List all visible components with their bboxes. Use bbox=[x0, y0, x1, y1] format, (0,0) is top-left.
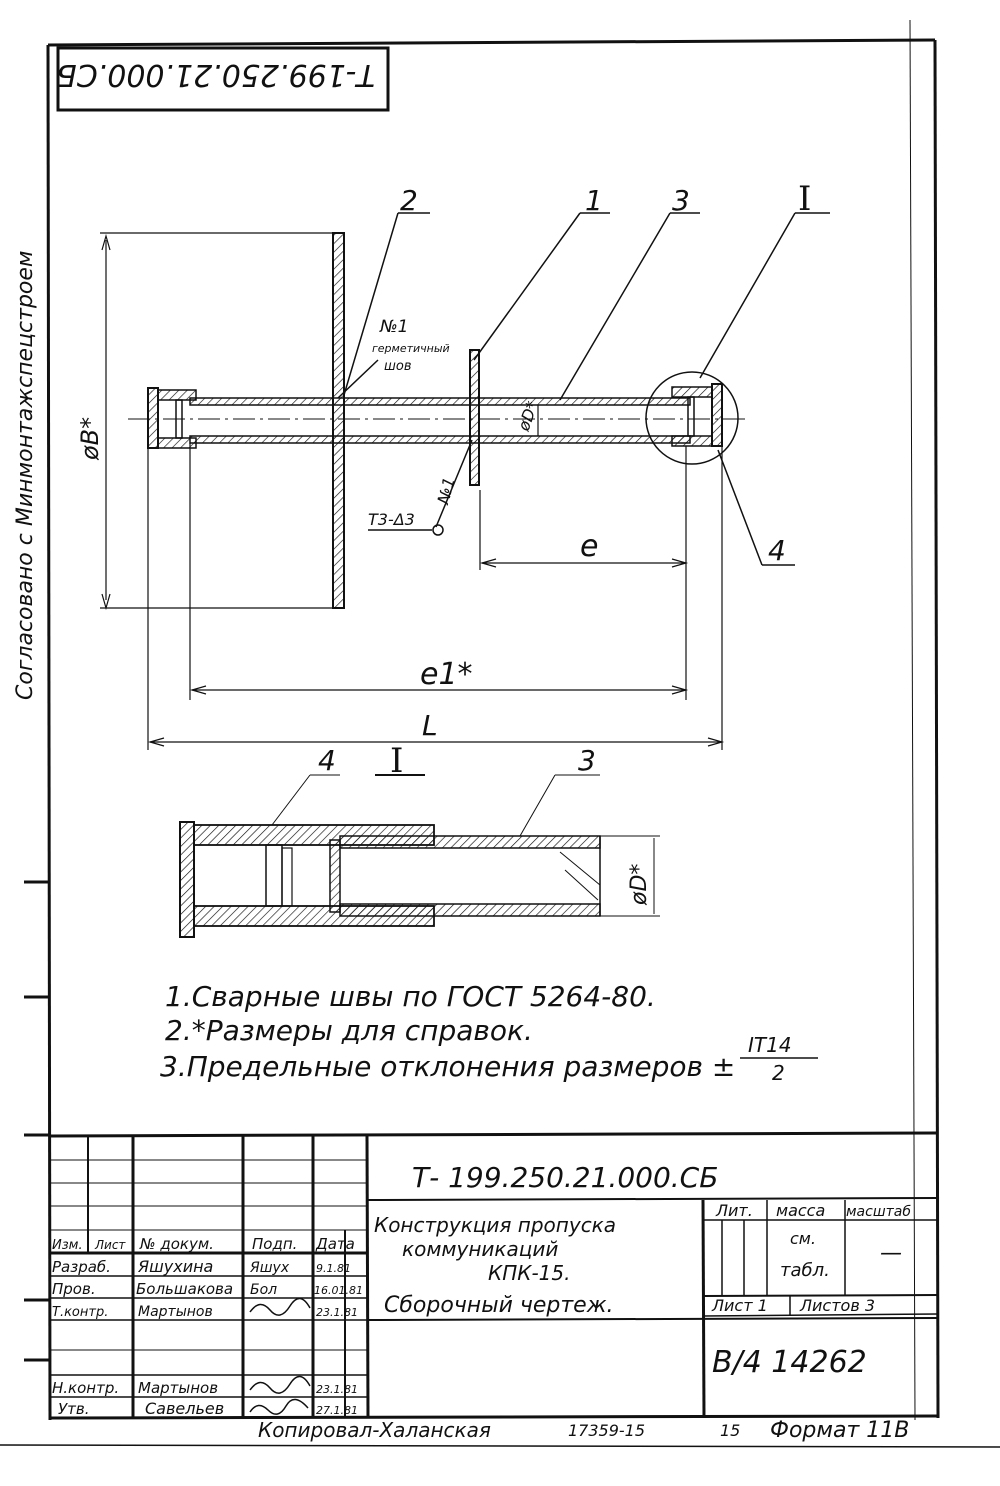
detail-circle bbox=[645, 371, 739, 465]
signatory-row: Т.контр. Мартынов 23.1.81 bbox=[52, 1297, 358, 1320]
tb-row-role: Пров. bbox=[52, 1280, 96, 1298]
tb-name-line1: Конструкция пропуска bbox=[374, 1213, 616, 1237]
title-block-grid bbox=[49, 1131, 939, 1419]
weld-number: №1 bbox=[379, 317, 409, 337]
footer-format: Формат 11В bbox=[770, 1418, 909, 1443]
tb-name-line3: КПК-15. bbox=[488, 1261, 570, 1285]
tb-row-date: 23.1.81 bbox=[316, 1306, 358, 1319]
dimension-e1: e1* bbox=[420, 657, 473, 692]
tb-sheets: Листов 3 bbox=[799, 1296, 875, 1315]
footer-num: 15 bbox=[720, 1421, 740, 1440]
signatory-row: Пров. Большакова Бол 16.01.81 bbox=[52, 1280, 363, 1298]
tb-row-name: Мартынов bbox=[138, 1304, 213, 1320]
tolerance-denominator: 2 bbox=[772, 1061, 785, 1085]
tb-row-role: Т.контр. bbox=[52, 1305, 108, 1320]
signatory-row: Н.контр. Мартынов 23.1.81 bbox=[52, 1375, 358, 1397]
tb-row-role: Разраб. bbox=[52, 1258, 111, 1276]
detail-view-I bbox=[179, 774, 660, 938]
tb-col-izm: Изм. bbox=[52, 1238, 83, 1253]
weld-type-line2: шов bbox=[384, 359, 412, 374]
tb-header-lit: Лит. bbox=[715, 1201, 753, 1220]
flange-plate bbox=[332, 232, 345, 609]
footer-copied-by: Копировал-Халанская bbox=[258, 1418, 491, 1442]
tb-row-name: Большакова bbox=[136, 1280, 233, 1298]
tb-sheet: Лист 1 bbox=[711, 1296, 768, 1315]
designation-stamp-text: Т-199.250.21.000.СБ bbox=[56, 57, 375, 92]
tb-designation: Т- 199.250.21.000.СБ bbox=[412, 1161, 718, 1194]
tb-row-name: Яшухина bbox=[137, 1257, 213, 1276]
tb-row-date: 16.01.81 bbox=[314, 1284, 363, 1297]
signature-scribble bbox=[249, 1398, 309, 1415]
tb-mass-value-line1: см. bbox=[790, 1229, 816, 1248]
tb-col-date: Дата bbox=[315, 1235, 355, 1253]
right-coupling bbox=[711, 383, 723, 447]
left-coupling bbox=[147, 387, 159, 449]
signature-scribble bbox=[249, 1297, 311, 1316]
tb-mass-value-line2: табл. bbox=[780, 1260, 830, 1281]
dimension-L: L bbox=[422, 709, 438, 742]
dimension-dB: øB* bbox=[76, 417, 104, 461]
weld-tag: №1 bbox=[433, 475, 459, 507]
note-3: 3.Предельные отклонения размеров ± bbox=[160, 1050, 735, 1083]
drawing-frame bbox=[0, 19, 1000, 1448]
note-1: 1.Сварные швы по ГОСТ 5264-80. bbox=[165, 980, 656, 1013]
tb-scale-value: — bbox=[880, 1241, 902, 1266]
tb-col-sign: Подп. bbox=[252, 1235, 297, 1253]
footer-order: 17359-15 bbox=[568, 1421, 645, 1440]
tb-row-name: Мартынов bbox=[138, 1379, 218, 1397]
sealing-plate bbox=[469, 349, 480, 486]
callout-pos2: 2 bbox=[400, 184, 418, 217]
tb-row-date: 27.1.81 bbox=[316, 1404, 358, 1417]
callout-pos3: 3 bbox=[672, 184, 690, 217]
tb-header-scale: масштаб bbox=[846, 1204, 911, 1220]
tb-row-date: 23.1.81 bbox=[316, 1383, 358, 1396]
tb-row-name: Савельев bbox=[145, 1399, 224, 1418]
tb-name-line2: коммуникаций bbox=[402, 1237, 558, 1261]
tb-row-signature: Яшух bbox=[249, 1260, 290, 1276]
tb-header-mass: масса bbox=[776, 1201, 825, 1220]
tb-row-role: Утв. bbox=[58, 1400, 90, 1418]
tb-row-date: 9.1.81 bbox=[316, 1262, 351, 1275]
dimension-lines bbox=[100, 232, 725, 750]
tb-row-role: Н.контр. bbox=[52, 1379, 119, 1397]
tolerance-numerator: IT14 bbox=[748, 1033, 792, 1057]
tb-col-doc: № докум. bbox=[139, 1235, 214, 1253]
signatory-row: Разраб. Яшухина Яшух 9.1.81 bbox=[52, 1257, 351, 1276]
detail-callout-pos4: 4 bbox=[318, 744, 336, 777]
weld-type-line1: герметичный bbox=[372, 342, 450, 355]
callout-leaders bbox=[337, 212, 830, 566]
detail-title: I bbox=[390, 741, 403, 781]
dimension-e: e bbox=[580, 529, 598, 564]
designation-stamp: Т-199.250.21.000.СБ bbox=[56, 46, 390, 112]
tb-doc-type: Сборочный чертеж. bbox=[384, 1293, 614, 1318]
main-assembly-view bbox=[128, 232, 745, 609]
callout-pos4: 4 bbox=[768, 534, 786, 567]
detail-callout-pos3: 3 bbox=[578, 744, 596, 777]
signature-scribble bbox=[249, 1375, 311, 1394]
tb-row-signature: Бол bbox=[250, 1282, 277, 1298]
weld-symbol: Т3-Δ3 bbox=[368, 510, 415, 529]
callout-pos1: 1 bbox=[585, 184, 603, 217]
side-approval-text: Согласовано с Минмонтажспецстроем bbox=[13, 250, 38, 700]
note-2: 2.*Размеры для справок. bbox=[165, 1014, 533, 1047]
pipe-body bbox=[189, 397, 691, 406]
callout-view-I: I bbox=[798, 179, 811, 219]
tb-org-code: В/4 14262 bbox=[712, 1345, 867, 1380]
signatory-row: Утв. Савельев 27.1.81 bbox=[58, 1398, 358, 1418]
tb-col-list: Лист bbox=[94, 1238, 126, 1252]
detail-dimension-dD: øD* bbox=[627, 864, 652, 906]
